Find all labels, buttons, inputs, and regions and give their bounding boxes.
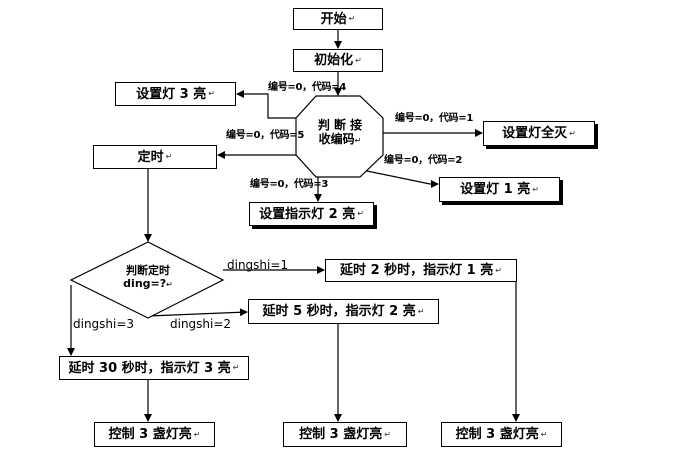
timer-node: 定时↵ — [93, 145, 217, 169]
edge-label-code4: 编号=0，代码=4 — [268, 82, 346, 93]
edge-judge-set-light1 — [361, 169, 439, 188]
judge-code-line2: 收编码↵ — [318, 132, 362, 147]
edge-label-dingshi2: dingshi=2 — [170, 317, 232, 331]
edge-label-code2: 编号=0，代码=2 — [384, 155, 462, 166]
delay2-node: 延时 2 秒时，指示灯 1 亮↵ — [325, 259, 517, 282]
control-left-node: 控制 3 盏灯亮↵ — [94, 422, 215, 447]
init-node: 初始化↵ — [293, 49, 383, 72]
set-light1-node: 设置灯 1 亮↵ — [439, 177, 560, 202]
start-node: 开始↵ — [293, 8, 383, 30]
judge-code-line1: 判 断 接 — [317, 118, 363, 132]
judge-timer-line1: 判断定时 — [126, 264, 170, 277]
judge-timer-diamond — [69, 241, 225, 319]
set-all-off-node: 设置灯全灭↵ — [483, 121, 595, 146]
edge-judge-set-light3 — [236, 90, 296, 119]
set-indicator2-node: 设置指示灯 2 亮↵ — [249, 202, 374, 226]
judge-timer-text: 判断定时 ding=?↵ — [103, 264, 193, 290]
edge-label-dingshi3: dingshi=3 — [73, 317, 135, 331]
judge-code-octagon — [295, 95, 384, 178]
judge-code-text: 判 断 接 收编码↵ — [300, 118, 380, 147]
edge-label-code3: 编号=0，代码=3 — [250, 179, 328, 190]
control-middle-node: 控制 3 盏灯亮↵ — [283, 422, 407, 447]
set-light3-node: 设置灯 3 亮↵ — [115, 82, 236, 106]
delay30-node: 延时 30 秒时，指示灯 3 亮↵ — [59, 356, 249, 380]
edge-label-code5: 编号=0，代码=5 — [226, 130, 304, 141]
edge-diamond-delay5 — [147, 308, 248, 317]
edge-label-code1: 编号=0，代码=1 — [395, 113, 473, 124]
judge-timer-line2: ding=?↵ — [123, 277, 173, 291]
delay5-node: 延时 5 秒时，指示灯 2 亮↵ — [248, 299, 439, 324]
control-right-node: 控制 3 盏灯亮↵ — [441, 422, 562, 447]
edge-label-dingshi1: dingshi=1 — [227, 258, 289, 272]
